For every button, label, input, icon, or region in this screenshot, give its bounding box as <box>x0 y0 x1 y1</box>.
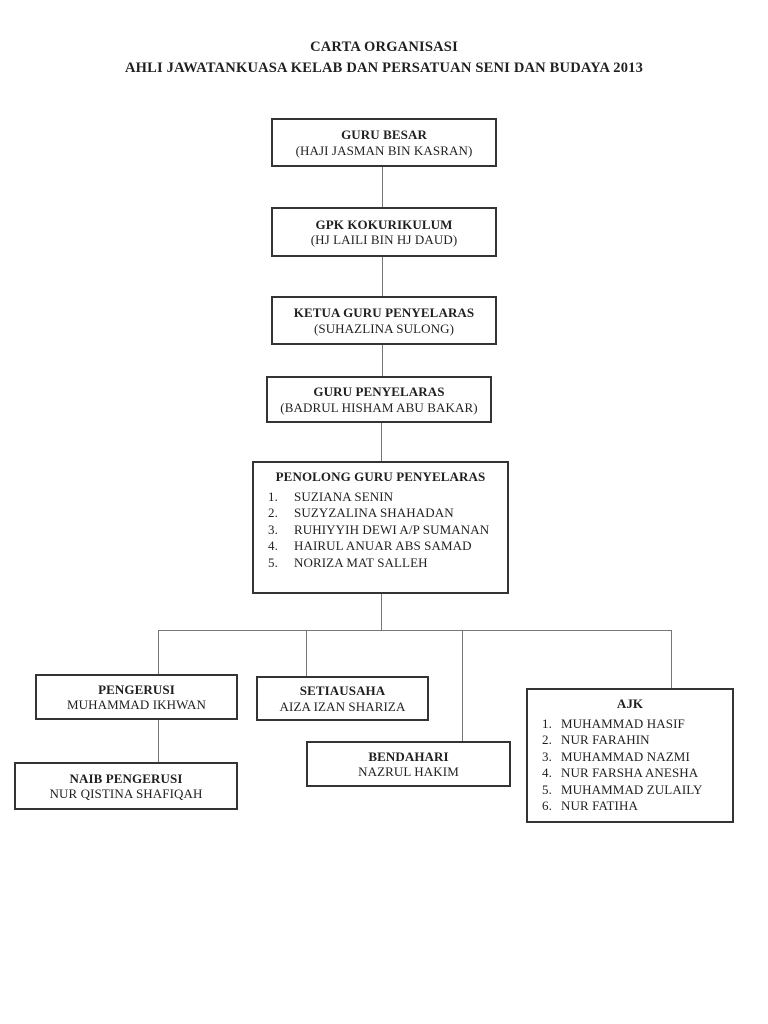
member-number: 3. <box>542 748 552 764</box>
org-node-gpk-kokurikulum: GPK KOKURIKULUM (HJ LAILI BIN HJ DAUD) <box>271 207 497 257</box>
member-item: 2. SUZYZALINA SHAHADAN <box>268 505 501 522</box>
person-name: (HJ LAILI BIN HJ DAUD) <box>310 232 458 247</box>
org-node-bendahari: BENDAHARI NAZRUL HAKIM <box>306 741 511 787</box>
connector-guru-besar-gpk <box>382 167 383 207</box>
org-node-penolong-guru-penyelaras: PENOLONG GURU PENYELARAS 1. SUZIANA SENIN… <box>252 461 509 594</box>
connector-drop-pengerusi <box>158 630 159 674</box>
connector-drop-ajk <box>671 630 672 688</box>
member-name: RUHIYYIH DEWI A/P SUMANAN <box>294 521 490 537</box>
member-number: 2. <box>542 732 552 747</box>
connector-bus <box>158 630 672 631</box>
role-title: BENDAHARI <box>368 748 449 764</box>
person-name: NAZRUL HAKIM <box>358 764 459 779</box>
member-name: MUHAMMAD HASIF <box>561 715 685 731</box>
member-number: 6. <box>542 798 552 813</box>
member-name: NUR FATIHA <box>561 798 638 813</box>
role-title: PENGERUSI <box>98 681 175 697</box>
page-title-line2: AHLI JAWATANKUASA KELAB DAN PERSATUAN SE… <box>124 60 644 76</box>
org-node-ketua-guru-penyelaras: KETUA GURU PENYELARAS (SUHAZLINA SULONG) <box>271 296 497 345</box>
member-number: 4. <box>542 765 552 780</box>
member-item: 3. MUHAMMAD NAZMI <box>542 749 726 766</box>
person-name: MUHAMMAD IKHWAN <box>66 697 207 712</box>
connector-penolong-bus <box>381 594 382 631</box>
person-name: NUR QISTINA SHAFIQAH <box>49 786 203 801</box>
connector-gpk-ketua <box>382 257 383 296</box>
role-title: KETUA GURU PENYELARAS <box>293 305 475 320</box>
member-number: 5. <box>542 781 552 797</box>
person-name: (BADRUL HISHAM ABU BAKAR) <box>280 399 478 415</box>
member-list: 1. MUHAMMAD HASIF 2. NUR FARAHIN 3. MUHAMMA… <box>534 716 726 815</box>
member-item: 1. MUHAMMAD HASIF <box>542 716 726 733</box>
page-title-line1: CARTA ORGANISASI <box>310 39 458 55</box>
member-name: SUZIANA SENIN <box>294 488 394 504</box>
connector-penyelaras-penolong <box>381 423 382 461</box>
org-node-setiausaha: SETIAUSAHA AIZA IZAN SHARIZA <box>256 676 429 721</box>
org-node-guru-besar: GURU BESAR (HAJI JASMAN BIN KASRAN) <box>271 118 497 167</box>
member-item: 5. NORIZA MAT SALLEH <box>268 555 501 572</box>
connector-ketua-penyelaras <box>382 345 383 376</box>
member-name: NUR FARSHA ANESHA <box>561 765 699 780</box>
member-number: 2. <box>268 505 278 520</box>
member-name: NORIZA MAT SALLEH <box>294 554 428 570</box>
member-name: MUHAMMAD NAZMI <box>561 748 690 764</box>
connector-drop-setiausaha <box>306 630 307 676</box>
connector-drop-bendahari <box>462 630 463 741</box>
member-item: 4. HAIRUL ANUAR ABS SAMAD <box>268 538 501 555</box>
person-name: (SUHAZLINA SULONG) <box>313 320 455 336</box>
member-number: 5. <box>268 554 278 570</box>
role-title: GPK KOKURIKULUM <box>315 216 453 232</box>
org-node-pengerusi: PENGERUSI MUHAMMAD IKHWAN <box>35 674 238 720</box>
role-title: GURU BESAR <box>341 127 427 142</box>
member-name: HAIRUL ANUAR ABS SAMAD <box>294 538 472 553</box>
member-item: 6. NUR FATIHA <box>542 798 726 815</box>
page-title: CARTA ORGANISASI AHLI JAWATANKUASA KELAB… <box>0 37 768 79</box>
org-node-ajk: AJK 1. MUHAMMAD HASIF 2. NUR FARAHIN 3. MUH… <box>526 688 734 823</box>
person-name: AIZA IZAN SHARIZA <box>279 698 406 714</box>
role-title: SETIAUSAHA <box>299 683 386 698</box>
member-item: 1. SUZIANA SENIN <box>268 489 501 506</box>
member-item: 3. RUHIYYIH DEWI A/P SUMANAN <box>268 522 501 539</box>
member-number: 4. <box>268 538 278 553</box>
member-name: NUR FARAHIN <box>561 732 650 747</box>
member-number: 3. <box>268 521 278 537</box>
member-name: SUZYZALINA SHAHADAN <box>294 505 454 520</box>
role-title: NAIB PENGERUSI <box>69 770 183 786</box>
connector-pengerusi-naib <box>158 720 159 762</box>
org-node-naib-pengerusi: NAIB PENGERUSI NUR QISTINA SHAFIQAH <box>14 762 238 810</box>
org-node-guru-penyelaras: GURU PENYELARAS (BADRUL HISHAM ABU BAKAR… <box>266 376 492 423</box>
member-list: 1. SUZIANA SENIN 2. SUZYZALINA SHAHADAN 3.… <box>260 489 501 572</box>
person-name: (HAJI JASMAN BIN KASRAN) <box>295 142 473 158</box>
role-title: AJK <box>616 696 644 711</box>
role-title: PENOLONG GURU PENYELARAS <box>275 469 486 484</box>
member-number: 1. <box>542 715 552 731</box>
role-title: GURU PENYELARAS <box>313 384 445 399</box>
member-item: 2. NUR FARAHIN <box>542 732 726 749</box>
member-name: MUHAMMAD ZULAILY <box>561 781 703 797</box>
member-item: 4. NUR FARSHA ANESHA <box>542 765 726 782</box>
member-number: 1. <box>268 488 278 504</box>
member-item: 5. MUHAMMAD ZULAILY <box>542 782 726 799</box>
